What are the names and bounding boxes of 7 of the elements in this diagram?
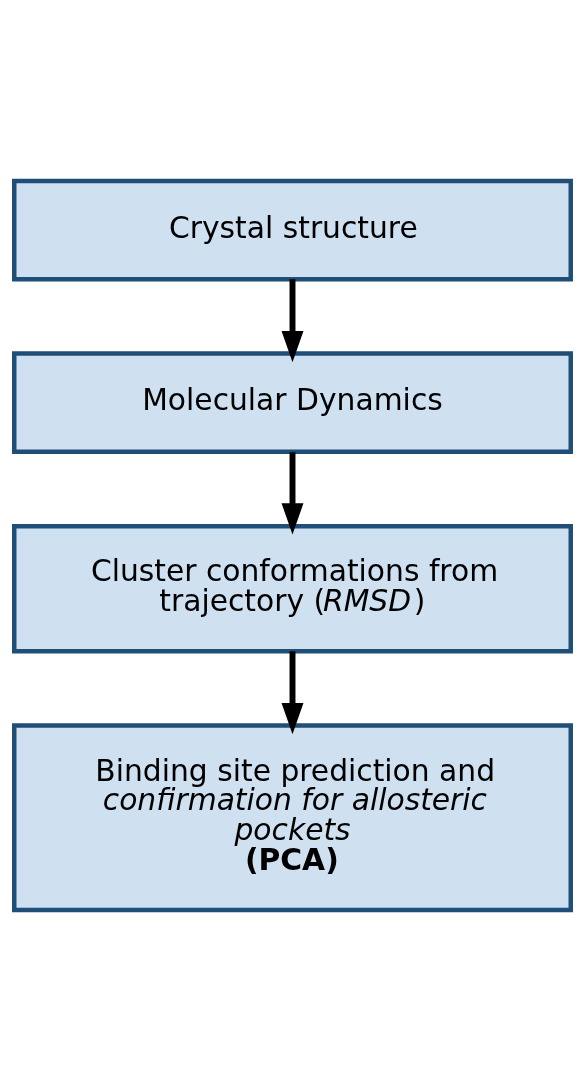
node-box: Binding site prediction and confirmation for allosteric pockets (PCA) <box>12 723 573 913</box>
arrow <box>281 452 304 535</box>
node-box: Crystal structure <box>12 178 573 282</box>
arrow <box>281 279 304 363</box>
node-box: Cluster conformations from trajectory (RMSD) <box>12 523 573 654</box>
node-box: Molecular Dynamics <box>12 351 573 454</box>
arrow <box>281 651 304 735</box>
